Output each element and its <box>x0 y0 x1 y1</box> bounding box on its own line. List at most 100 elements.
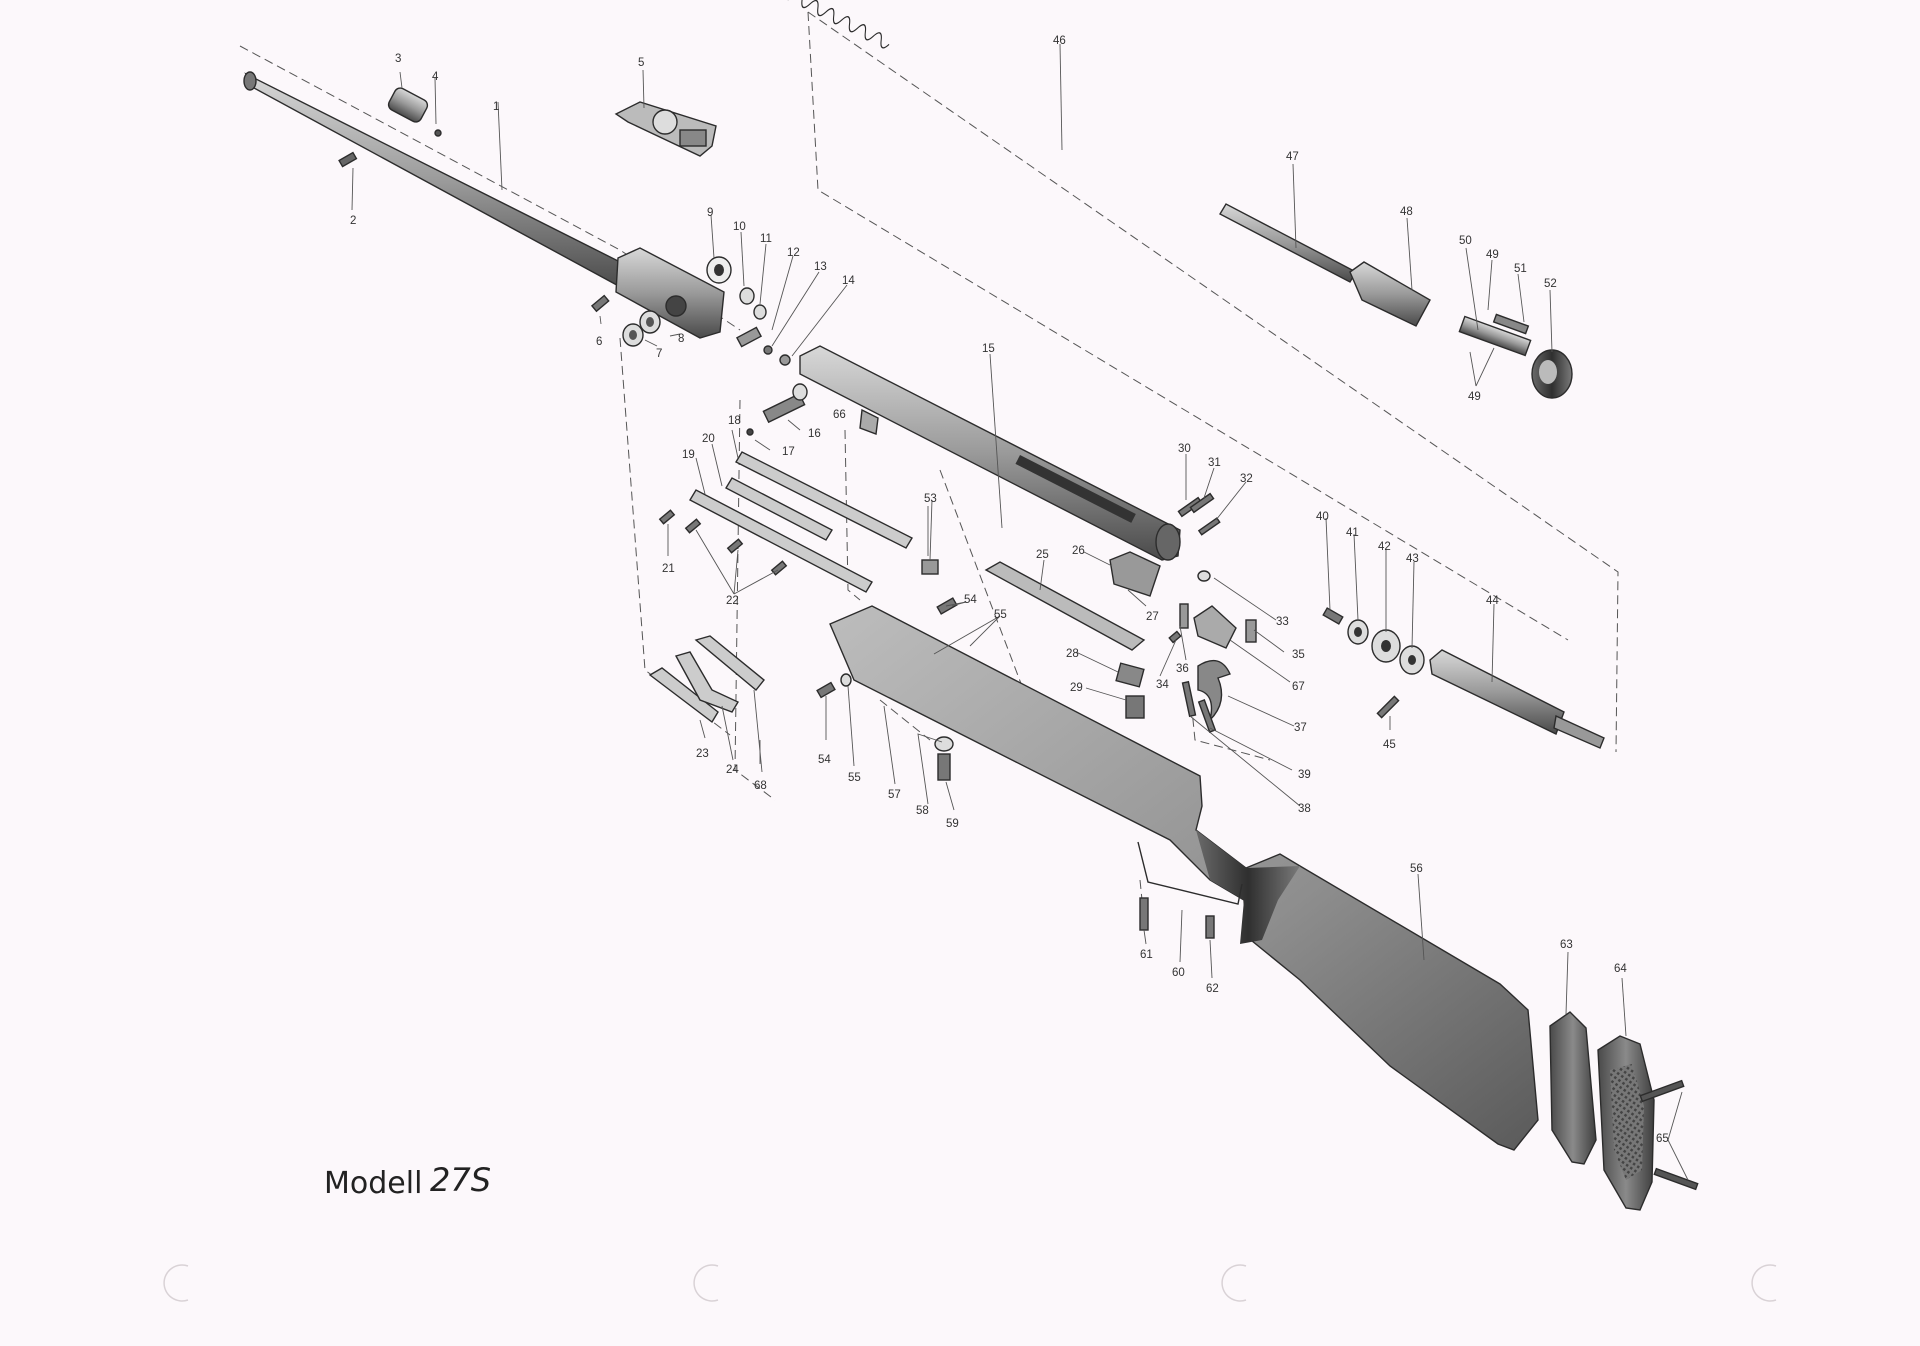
part-label: 10 <box>733 221 746 233</box>
part-label: 8 <box>678 333 684 345</box>
nut-53 <box>921 559 939 575</box>
link-20 <box>725 477 833 541</box>
screw-54b <box>816 681 836 699</box>
receiver-block <box>615 247 725 339</box>
part-label: 65 <box>1656 1133 1669 1145</box>
part-label: 34 <box>1156 679 1169 691</box>
part-label: 16 <box>808 428 821 440</box>
part-label: 56 <box>1410 863 1423 875</box>
part-label: 58 <box>916 805 929 817</box>
part-label: 53 <box>924 493 937 505</box>
part-label: 50 <box>1459 235 1472 247</box>
part-label: 13 <box>814 261 827 273</box>
washer-9 <box>706 256 732 284</box>
part-label: 19 <box>682 449 695 461</box>
part-label: 31 <box>1208 457 1221 469</box>
part-label: 23 <box>696 748 709 760</box>
part-label: 9 <box>707 207 713 219</box>
washer-58 <box>934 736 954 752</box>
block-28 <box>1115 662 1145 688</box>
screw-40 <box>1322 607 1344 625</box>
part-label: 21 <box>662 563 675 575</box>
part-label: 20 <box>702 433 715 445</box>
part-label: 3 <box>395 53 401 65</box>
part-label: 47 <box>1286 151 1299 163</box>
rear-sight <box>614 101 717 157</box>
part-label: 49 <box>1468 391 1481 403</box>
lug-tab <box>859 408 879 435</box>
part-label: 7 <box>656 348 662 360</box>
spring-35 <box>1245 619 1257 643</box>
butt-spacer <box>1549 1011 1597 1165</box>
screw-59 <box>937 753 951 781</box>
part-label: 64 <box>1614 963 1627 975</box>
front-sight <box>387 87 429 123</box>
ring-10 <box>739 287 755 305</box>
link-19 <box>689 489 873 593</box>
washer-7 <box>622 323 644 347</box>
pin-21 <box>658 509 676 525</box>
lever-23 <box>648 667 719 724</box>
part-label: 54 <box>818 754 831 766</box>
part-label: 49 <box>1486 249 1499 261</box>
part-label: 5 <box>638 57 644 69</box>
model-title-prefix: Modell <box>324 1166 422 1201</box>
part-label: 6 <box>596 336 602 348</box>
pin-45 <box>1376 695 1400 719</box>
part-label: 18 <box>728 415 741 427</box>
trigger-guard <box>1137 841 1243 905</box>
part-label: 55 <box>848 772 861 784</box>
pin-31 <box>1189 492 1215 514</box>
part-label: 37 <box>1294 722 1307 734</box>
model-title: Modell 27S <box>324 1161 491 1201</box>
washer-41 <box>1347 619 1369 645</box>
trigger-plate <box>984 561 1146 651</box>
part-33 <box>1197 570 1211 582</box>
part-label: 51 <box>1514 263 1527 275</box>
stock <box>829 605 1539 1151</box>
part-label: 57 <box>888 789 901 801</box>
leader-lines <box>351 43 1689 1181</box>
part-label: 67 <box>1292 681 1305 693</box>
lever-68 <box>694 635 765 691</box>
guide-rod <box>1219 203 1357 283</box>
part-label: 66 <box>833 409 846 421</box>
part-13 <box>763 345 773 355</box>
recoil-spring <box>698 0 890 49</box>
part-label: 39 <box>1298 769 1311 781</box>
pin-17 <box>746 428 754 436</box>
part-label: 32 <box>1240 473 1253 485</box>
punch-holes <box>163 1264 1777 1302</box>
part-label: 44 <box>1486 595 1499 607</box>
part-label: 25 <box>1036 549 1049 561</box>
part-labels: 1 2 3 4 5 6 7 8 9 10 11 12 13 14 15 16 1… <box>350 35 1669 1145</box>
part-label: 28 <box>1066 648 1079 660</box>
screw-2 <box>338 151 358 168</box>
spring-51 <box>1492 313 1530 335</box>
part-label: 60 <box>1172 967 1185 979</box>
part-label: 33 <box>1276 616 1289 628</box>
pin-38 <box>1181 680 1197 718</box>
butt-pad <box>1597 1035 1655 1211</box>
washer-8 <box>639 310 661 334</box>
part-label: 22 <box>726 595 739 607</box>
part-label: 62 <box>1206 983 1219 995</box>
part-label: 43 <box>1406 553 1419 565</box>
part-14 <box>779 354 791 366</box>
bolt <box>1349 261 1431 327</box>
part-label: 54 <box>964 594 977 606</box>
part-label: 14 <box>842 275 855 287</box>
part-label: 63 <box>1560 939 1573 951</box>
part-label: 30 <box>1178 443 1191 455</box>
link-18 <box>735 451 913 549</box>
trigger-37 <box>1197 659 1231 723</box>
part-label: 59 <box>946 818 959 830</box>
assembly-lines <box>239 11 1619 931</box>
pins-22 <box>684 518 788 576</box>
part-label: 55 <box>994 609 1007 621</box>
part-label: 45 <box>1383 739 1396 751</box>
part-label: 17 <box>782 446 795 458</box>
part-label: 40 <box>1316 511 1329 523</box>
part-label: 12 <box>787 247 800 259</box>
